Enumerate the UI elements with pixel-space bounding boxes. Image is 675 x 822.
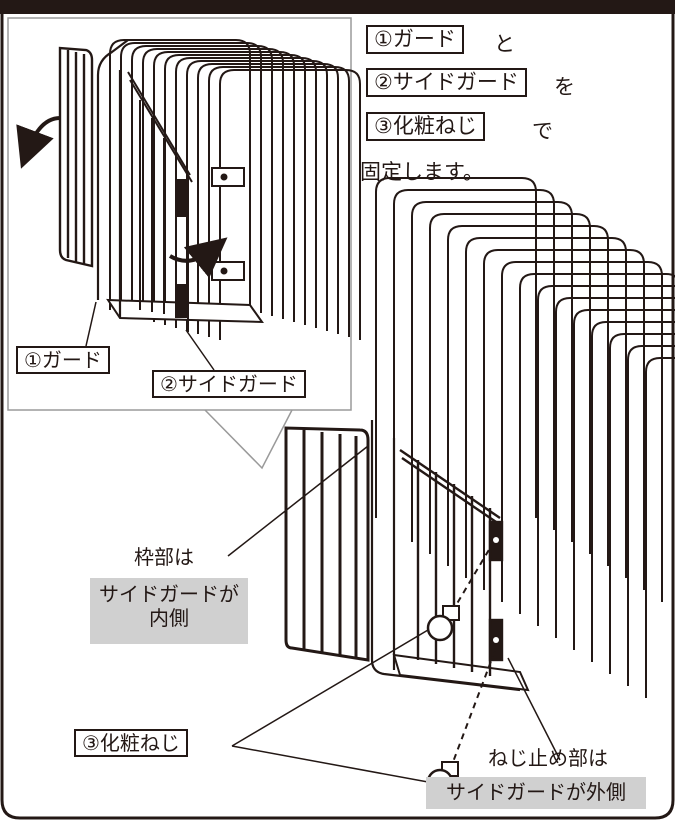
instruction-fix-text: 固定します。 (360, 160, 484, 184)
instruction-guard-label: ①ガード (366, 25, 464, 54)
main-side-guard (399, 449, 504, 676)
main-cage-fin (411, 201, 573, 542)
inset-side-guard-label: ②サイドガード (152, 370, 306, 398)
screw-upper (426, 547, 491, 642)
screw-stop-note: サイドガードが外側 (426, 777, 646, 809)
frame-note-line2: 内側 (149, 606, 189, 630)
inset-cage-fin (208, 66, 350, 337)
outer-frame (0, 14, 675, 820)
main-cage-fin (609, 333, 675, 674)
main-cage (284, 177, 675, 698)
inset-front-guard (58, 46, 94, 268)
main-cage-fin (519, 273, 675, 614)
screw-stop-part-label: ねじ止め部は (488, 746, 608, 770)
main-cage-fin (429, 213, 591, 554)
main-front-guard (284, 426, 370, 662)
screw-callout-label: ③化粧ねじ (74, 729, 188, 757)
main-cage-fin (537, 285, 675, 626)
frame-part-label: 枠部は (134, 545, 194, 569)
instruction-side-guard-label: ②サイドガード (366, 68, 527, 97)
top-bar (0, 0, 675, 14)
main-cage-fin (627, 345, 675, 686)
instruction-particle-to: と (494, 32, 515, 56)
frame-note: サイドガードが 内側 (90, 578, 248, 644)
main-cage-fin (591, 321, 675, 662)
main-cage-fin (573, 309, 675, 650)
main-cage-fin (375, 177, 537, 518)
inset-guard-label: ①ガード (16, 346, 110, 374)
frame-note-line1: サイドガードが (99, 582, 239, 606)
inset-cage (58, 39, 361, 340)
main-cage-fin (645, 357, 675, 698)
inset-cage-fin (219, 69, 361, 340)
swing-arrow-right (168, 237, 228, 279)
main-cage-fin (555, 297, 675, 638)
instruction-particle-wo: を (554, 75, 575, 99)
inset-pointer (204, 409, 293, 470)
inset-cage-fin (197, 63, 339, 334)
main-cage-fin (393, 189, 555, 530)
swing-arrow-left (16, 116, 61, 169)
main-cage-fin (483, 249, 645, 590)
instruction-screw-label: ③化粧ねじ (366, 112, 485, 141)
instruction-particle-de: で (532, 119, 553, 143)
main-cage-fin (501, 261, 663, 602)
main-cage-fin (465, 237, 627, 578)
main-cage-fin (447, 225, 609, 566)
